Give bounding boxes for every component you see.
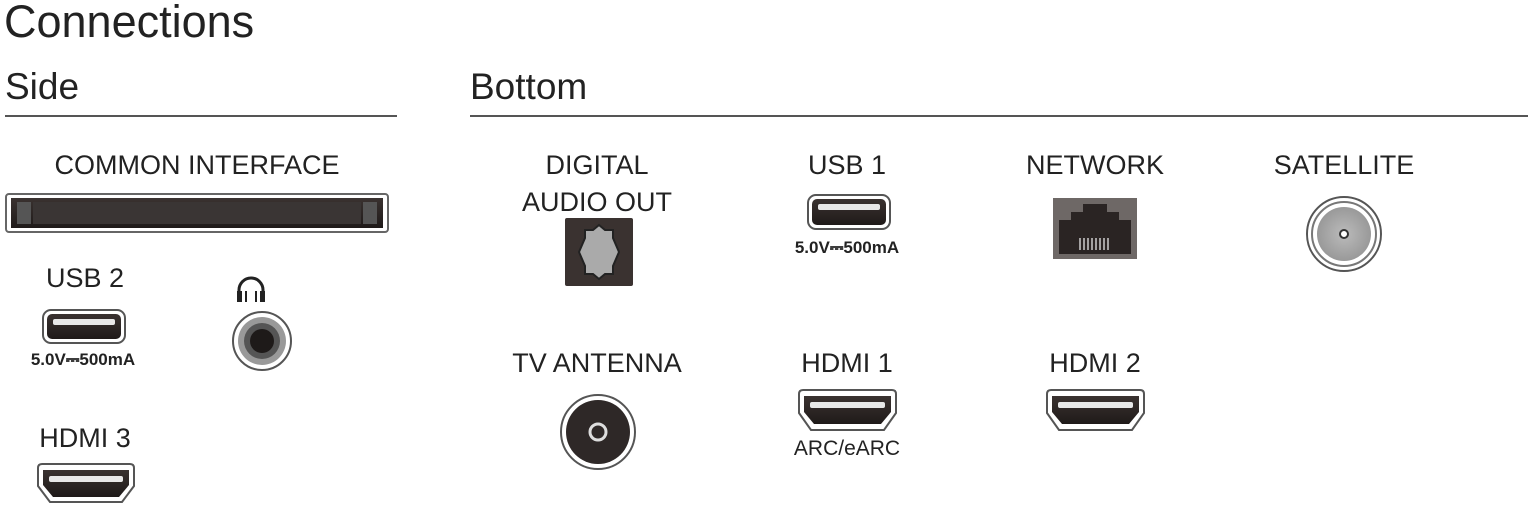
usb1-label: USB 1: [807, 150, 887, 180]
digital-audio-out-line1: DIGITAL: [545, 150, 649, 180]
usb-port-icon: [42, 309, 126, 344]
tv-antenna-label: TV ANTENNA: [512, 348, 682, 378]
usb1-spec: 5.0V⎓500mA: [794, 238, 900, 257]
side-heading: Side: [5, 66, 80, 107]
bottom-heading: Bottom: [470, 66, 588, 107]
bottom-divider: [470, 115, 1528, 117]
network-label: NETWORK: [1026, 150, 1164, 180]
usb2-label: USB 2: [45, 263, 125, 293]
optical-port-icon: [565, 218, 633, 286]
hdmi1-label: HDMI 1: [801, 348, 893, 378]
hdmi3-label: HDMI 3: [39, 423, 131, 453]
hdmi-port-icon: [1046, 389, 1145, 431]
usb-port-icon: [807, 194, 891, 230]
hdmi1-arc-note: ARC/eARC: [793, 437, 901, 460]
hdmi-port-icon: [798, 389, 897, 431]
headphone-icon: [237, 276, 265, 302]
antenna-coax-icon: [560, 394, 636, 470]
common-interface-slot-icon: [5, 193, 389, 233]
hdmi-port-icon: [37, 463, 135, 503]
usb2-spec: 5.0V⎓500mA: [30, 350, 136, 369]
digital-audio-out-line2: AUDIO OUT: [521, 187, 673, 217]
hdmi2-label: HDMI 2: [1049, 348, 1141, 378]
page-title: Connections: [4, 0, 255, 47]
satellite-coax-icon: [1306, 196, 1382, 272]
side-divider: [5, 115, 397, 117]
headphone-jack-icon: [232, 311, 292, 371]
satellite-label: SATELLITE: [1273, 150, 1415, 180]
common-interface-label: COMMON INTERFACE: [54, 150, 340, 180]
digital-audio-out-label: DIGITAL AUDIO OUT: [522, 147, 672, 221]
ethernet-port-icon: [1053, 198, 1137, 259]
